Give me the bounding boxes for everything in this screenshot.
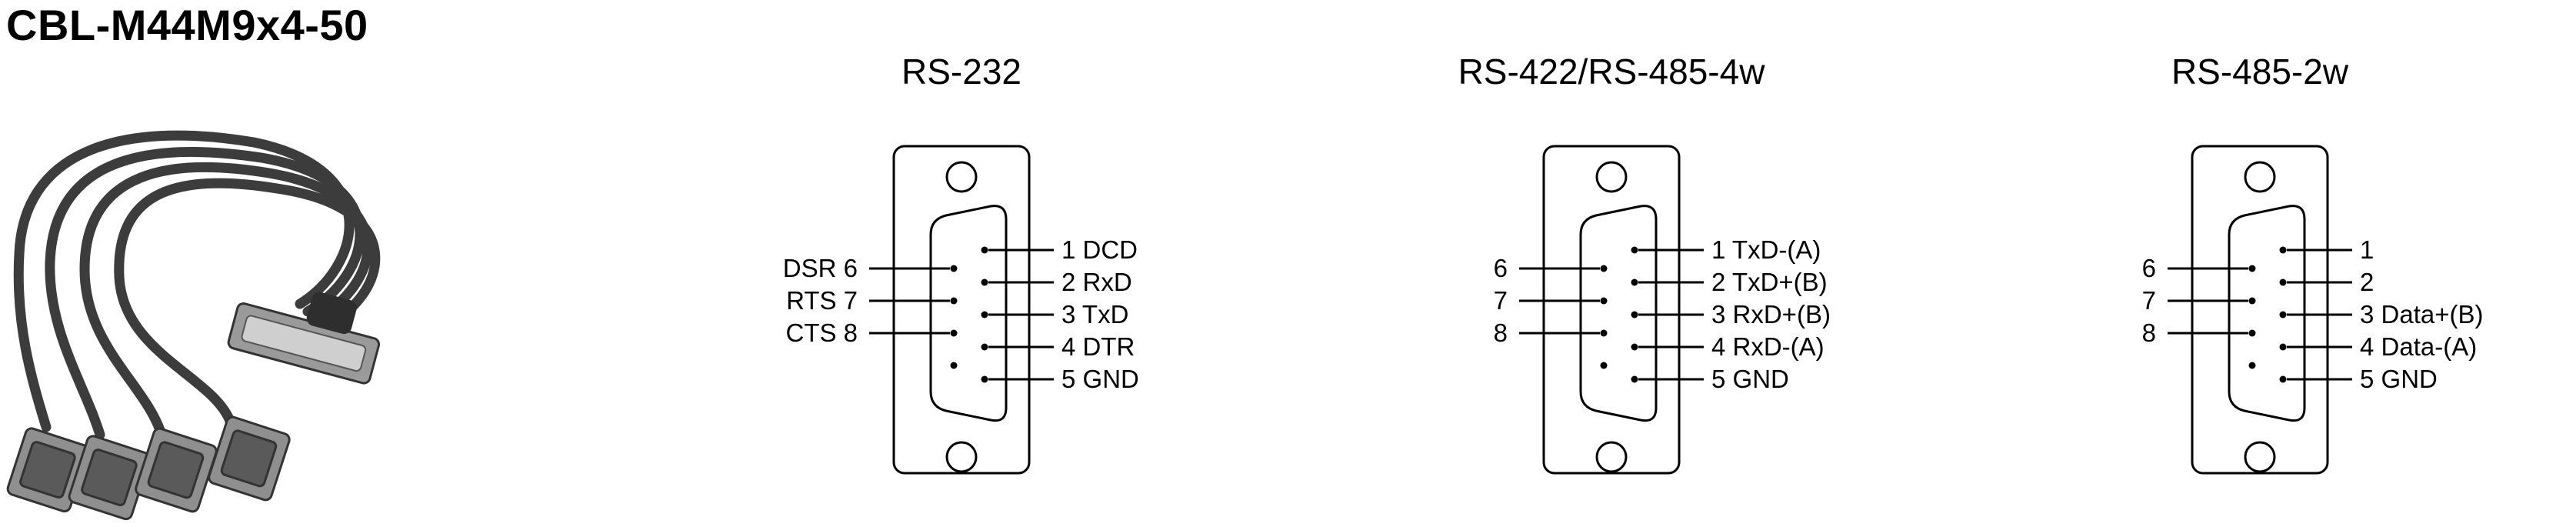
- pinout-diagram-rs232: RS-232 1 DCD 2 RxD 3 TxD 4 DTR 5 GND DSR…: [692, 0, 1231, 527]
- pin-label-7: 7: [2141, 286, 2156, 315]
- pin-label-4: 4 RxD-(A): [1711, 332, 1825, 361]
- cable-image: [6, 130, 381, 521]
- diagram-title: RS-485-2w: [2171, 52, 2349, 92]
- pin-label-2: 2 TxD+(B): [1711, 268, 1828, 296]
- pin-label-6: 6: [1493, 254, 1508, 282]
- pin-label-5: 5 GND: [2360, 365, 2438, 393]
- pin-label-3: 3 Data+(B): [2360, 300, 2484, 329]
- pinout-diagram-rs422-rs485-4w: RS-422/RS-485-4w 1 TxD-(A) 2 TxD+(B) 3 R…: [1342, 0, 1881, 527]
- pinout-diagram-rs485-2w: RS-485-2w 1 2 3 Data+(B) 4 Data-(A) 5 GN…: [1991, 0, 2529, 527]
- product-title: CBL-M44M9x4-50: [6, 1, 368, 49]
- pin-label-5: 5 GND: [1711, 365, 1789, 393]
- pin-label-6: 6: [2141, 254, 2156, 282]
- pin-label-7: RTS 7: [786, 286, 858, 315]
- pin-label-1: 1: [2360, 235, 2374, 264]
- pin-label-4: 4 Data-(A): [2360, 332, 2478, 361]
- pin-label-7: 7: [1493, 286, 1508, 315]
- pin-label-3: 3 TxD: [1061, 300, 1129, 329]
- pin-label-8: 8: [2141, 319, 2156, 347]
- pin-label-6: DSR 6: [782, 254, 858, 282]
- diagram-title: RS-422/RS-485-4w: [1458, 52, 1765, 92]
- pin-label-8: 8: [1493, 319, 1508, 347]
- pin-label-2: 2: [2360, 268, 2374, 296]
- pin-label-5: 5 GND: [1061, 365, 1139, 393]
- pin-label-1: 1 DCD: [1061, 235, 1138, 264]
- pin-label-1: 1 TxD-(A): [1711, 235, 1821, 264]
- pin-label-3: 3 RxD+(B): [1711, 300, 1831, 329]
- pin-label-8: CTS 8: [785, 319, 858, 347]
- pin-label-2: 2 RxD: [1061, 268, 1132, 296]
- pin-label-4: 4 DTR: [1061, 332, 1135, 361]
- diagram-title: RS-232: [901, 52, 1021, 92]
